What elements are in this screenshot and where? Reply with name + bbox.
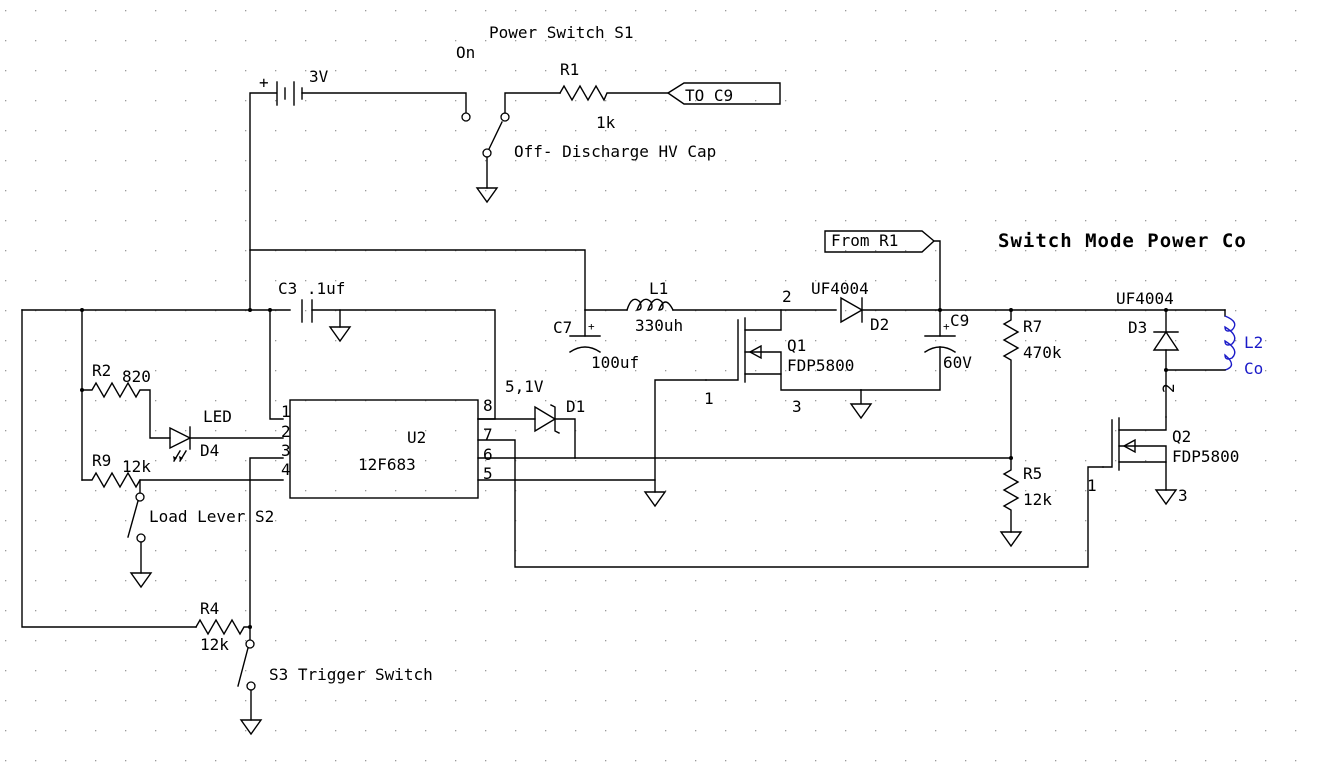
r1-label: R1 [560, 60, 579, 79]
switch-off-label: Off- Discharge HV Cap [514, 142, 716, 161]
u2-pin-5: 5 [483, 464, 493, 483]
from-r1-label: From R1 [831, 231, 898, 250]
power-switch-s1 [461, 92, 561, 189]
l1-value: 330uh [635, 316, 683, 335]
coil-l2 [1165, 309, 1236, 371]
r9-label: R9 [92, 451, 111, 470]
r1-value: 1k [596, 113, 616, 132]
resistor-r7 [1002, 309, 1020, 459]
c7-label: C7 [553, 318, 572, 337]
diode-d3 [1152, 309, 1180, 418]
c3-label: C3 .1uf [278, 279, 345, 298]
d1-label: D1 [566, 397, 585, 416]
d4-label: D4 [200, 441, 219, 460]
d3-label: D3 [1128, 318, 1147, 337]
u2-pin-3: 3 [281, 441, 291, 460]
offpage-from-r1 [824, 230, 941, 311]
zener-value: 5,1V [505, 377, 544, 396]
c9-value: 60V [943, 353, 972, 372]
r4-value: 12k [200, 635, 229, 654]
coil-label: Co [1244, 359, 1263, 378]
d3-type: UF4004 [1116, 289, 1174, 308]
q1-pin2: 2 [782, 287, 792, 306]
mosfet-q2 [1102, 416, 1178, 506]
resistor-r1 [559, 84, 669, 102]
zener-diode-d1 [477, 404, 576, 459]
r9-value: 12k [122, 457, 151, 476]
q2-pin3: 3 [1178, 486, 1188, 505]
r7-value: 470k [1023, 343, 1062, 362]
u2-pin-7: 7 [483, 425, 493, 444]
microcontroller-u2 [289, 399, 479, 499]
u2-pin-4: 4 [281, 460, 291, 479]
q1-pin3: 3 [792, 397, 802, 416]
capacitor-c7: + [569, 309, 601, 353]
wire-pin5-ground [477, 379, 707, 481]
q2-pin2: 2 [1159, 383, 1178, 393]
trigger-switch-s3 [237, 639, 263, 736]
d2-label: D2 [870, 315, 889, 334]
load-lever-label: Load Lever S2 [149, 507, 274, 526]
resistor-r4 [195, 618, 251, 636]
q2-type: FDP5800 [1172, 447, 1239, 466]
u2-type: 12F683 [358, 455, 416, 474]
u2-pin-8: 8 [483, 396, 493, 415]
r2-value: 820 [122, 367, 151, 386]
svg-text:+: + [588, 320, 595, 333]
battery-label: 3V [309, 67, 329, 86]
ground-s1 [475, 187, 499, 204]
r5-label: R5 [1023, 464, 1042, 483]
u2-label: U2 [407, 428, 426, 447]
switch-on-label: On [456, 43, 475, 62]
resistor-r2 [81, 381, 171, 439]
r7-label: R7 [1023, 317, 1042, 336]
capacitor-c9: + [860, 309, 956, 391]
wire-3v-rail [249, 249, 586, 311]
wire-pin3-trigger [249, 457, 284, 641]
u2-pin-6: 6 [483, 445, 493, 464]
c7-value: 100uf [591, 353, 639, 372]
offpage-to-c9 [666, 82, 781, 105]
q1-label: Q1 [787, 336, 806, 355]
r5-value: 12k [1023, 490, 1052, 509]
junction-dots [80, 308, 1168, 629]
r4-label: R4 [200, 599, 219, 618]
l2-label: L2 [1244, 333, 1263, 352]
power-switch-label: Power Switch S1 [489, 23, 634, 42]
l1-label: L1 [649, 279, 668, 298]
q1-type: FDP5800 [787, 356, 854, 375]
svg-text:+: + [943, 320, 950, 333]
c9-label: C9 [950, 311, 969, 330]
wire-pin7-gate [477, 439, 1104, 568]
u2-pin-1: 1 [281, 402, 291, 421]
q2-pin1: 1 [1087, 476, 1097, 495]
u2-pin-2: 2 [281, 422, 291, 441]
ground-q1 [849, 389, 873, 420]
mosfet-q1 [705, 309, 862, 391]
q1-pin1: 1 [704, 389, 714, 408]
inductor-l1 [584, 298, 837, 311]
title: Switch Mode Power Co [998, 230, 1247, 252]
trigger-switch-label: S3 Trigger Switch [269, 665, 433, 684]
resistor-r9 [81, 471, 284, 489]
load-lever-switch-s2 [127, 479, 153, 589]
battery-b1: + [249, 73, 467, 311]
to-c9-label: TO C9 [685, 86, 733, 105]
led-label: LED [203, 407, 232, 426]
led-d4 [169, 426, 284, 462]
r2-label: R2 [92, 361, 111, 380]
d2-type: UF4004 [811, 279, 869, 298]
q2-label: Q2 [1172, 427, 1191, 446]
svg-text:+: + [259, 73, 269, 92]
wire-left-vertical [21, 309, 197, 628]
resistor-r5 [999, 457, 1023, 548]
